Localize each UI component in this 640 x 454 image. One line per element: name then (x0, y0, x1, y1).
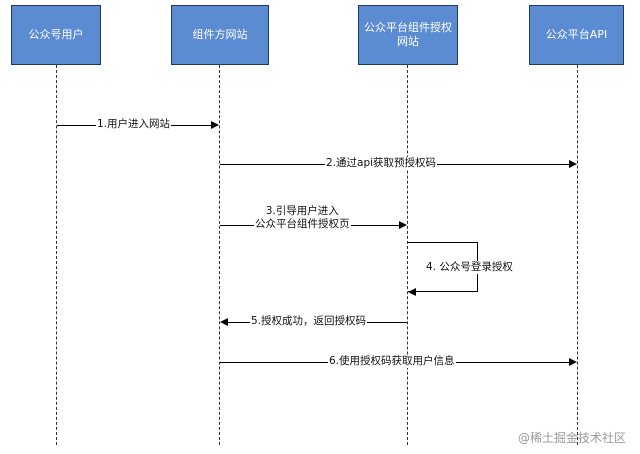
message-3-label: 3.引导用户进入 公众平台组件授权页 (254, 205, 351, 231)
actor-platform-api: 公众平台API (529, 5, 624, 65)
lifeline-component-site (219, 65, 220, 445)
actor-platform-auth-site-label-line1: 公众平台组件授权 (364, 21, 452, 34)
message-6-arrowhead (569, 358, 577, 366)
message-2-arrowhead (569, 160, 577, 168)
message-1-arrowhead (211, 121, 219, 129)
actor-wechat-user: 公众号用户 (11, 5, 101, 65)
message-3-label-line1: 3.引导用户进入 (265, 205, 339, 217)
lifeline-wechat-user (56, 65, 57, 445)
message-3-label-line2: 公众平台组件授权页 (255, 218, 350, 230)
message-1-label: 1.用户进入网站 (96, 118, 172, 131)
message-3-arrowhead (399, 221, 407, 229)
lifeline-platform-auth-site (407, 65, 408, 445)
message-2-label: 2.通过api获取预授权码 (325, 157, 438, 170)
message-6-label: 6.使用授权码获取用户信息 (328, 355, 456, 368)
watermark: @稀土掘金技术社区 (517, 431, 626, 445)
actor-wechat-user-label: 公众号用户 (28, 28, 84, 41)
message-4-arrowhead (408, 288, 416, 296)
actor-component-site: 组件方网站 (171, 5, 269, 65)
actor-platform-api-label: 公众平台API (545, 28, 608, 41)
actor-platform-auth-site-label-line2: 网站 (397, 35, 419, 48)
message-5-arrowhead (220, 318, 228, 326)
actor-component-site-label: 组件方网站 (192, 28, 248, 41)
actor-platform-auth-site: 公众平台组件授权 网站 (358, 5, 458, 65)
message-4-label: 4. 公众号登录授权 (425, 261, 514, 274)
message-5-label: 5.授权成功，返回授权码 (250, 315, 368, 328)
lifeline-platform-api (577, 65, 578, 445)
